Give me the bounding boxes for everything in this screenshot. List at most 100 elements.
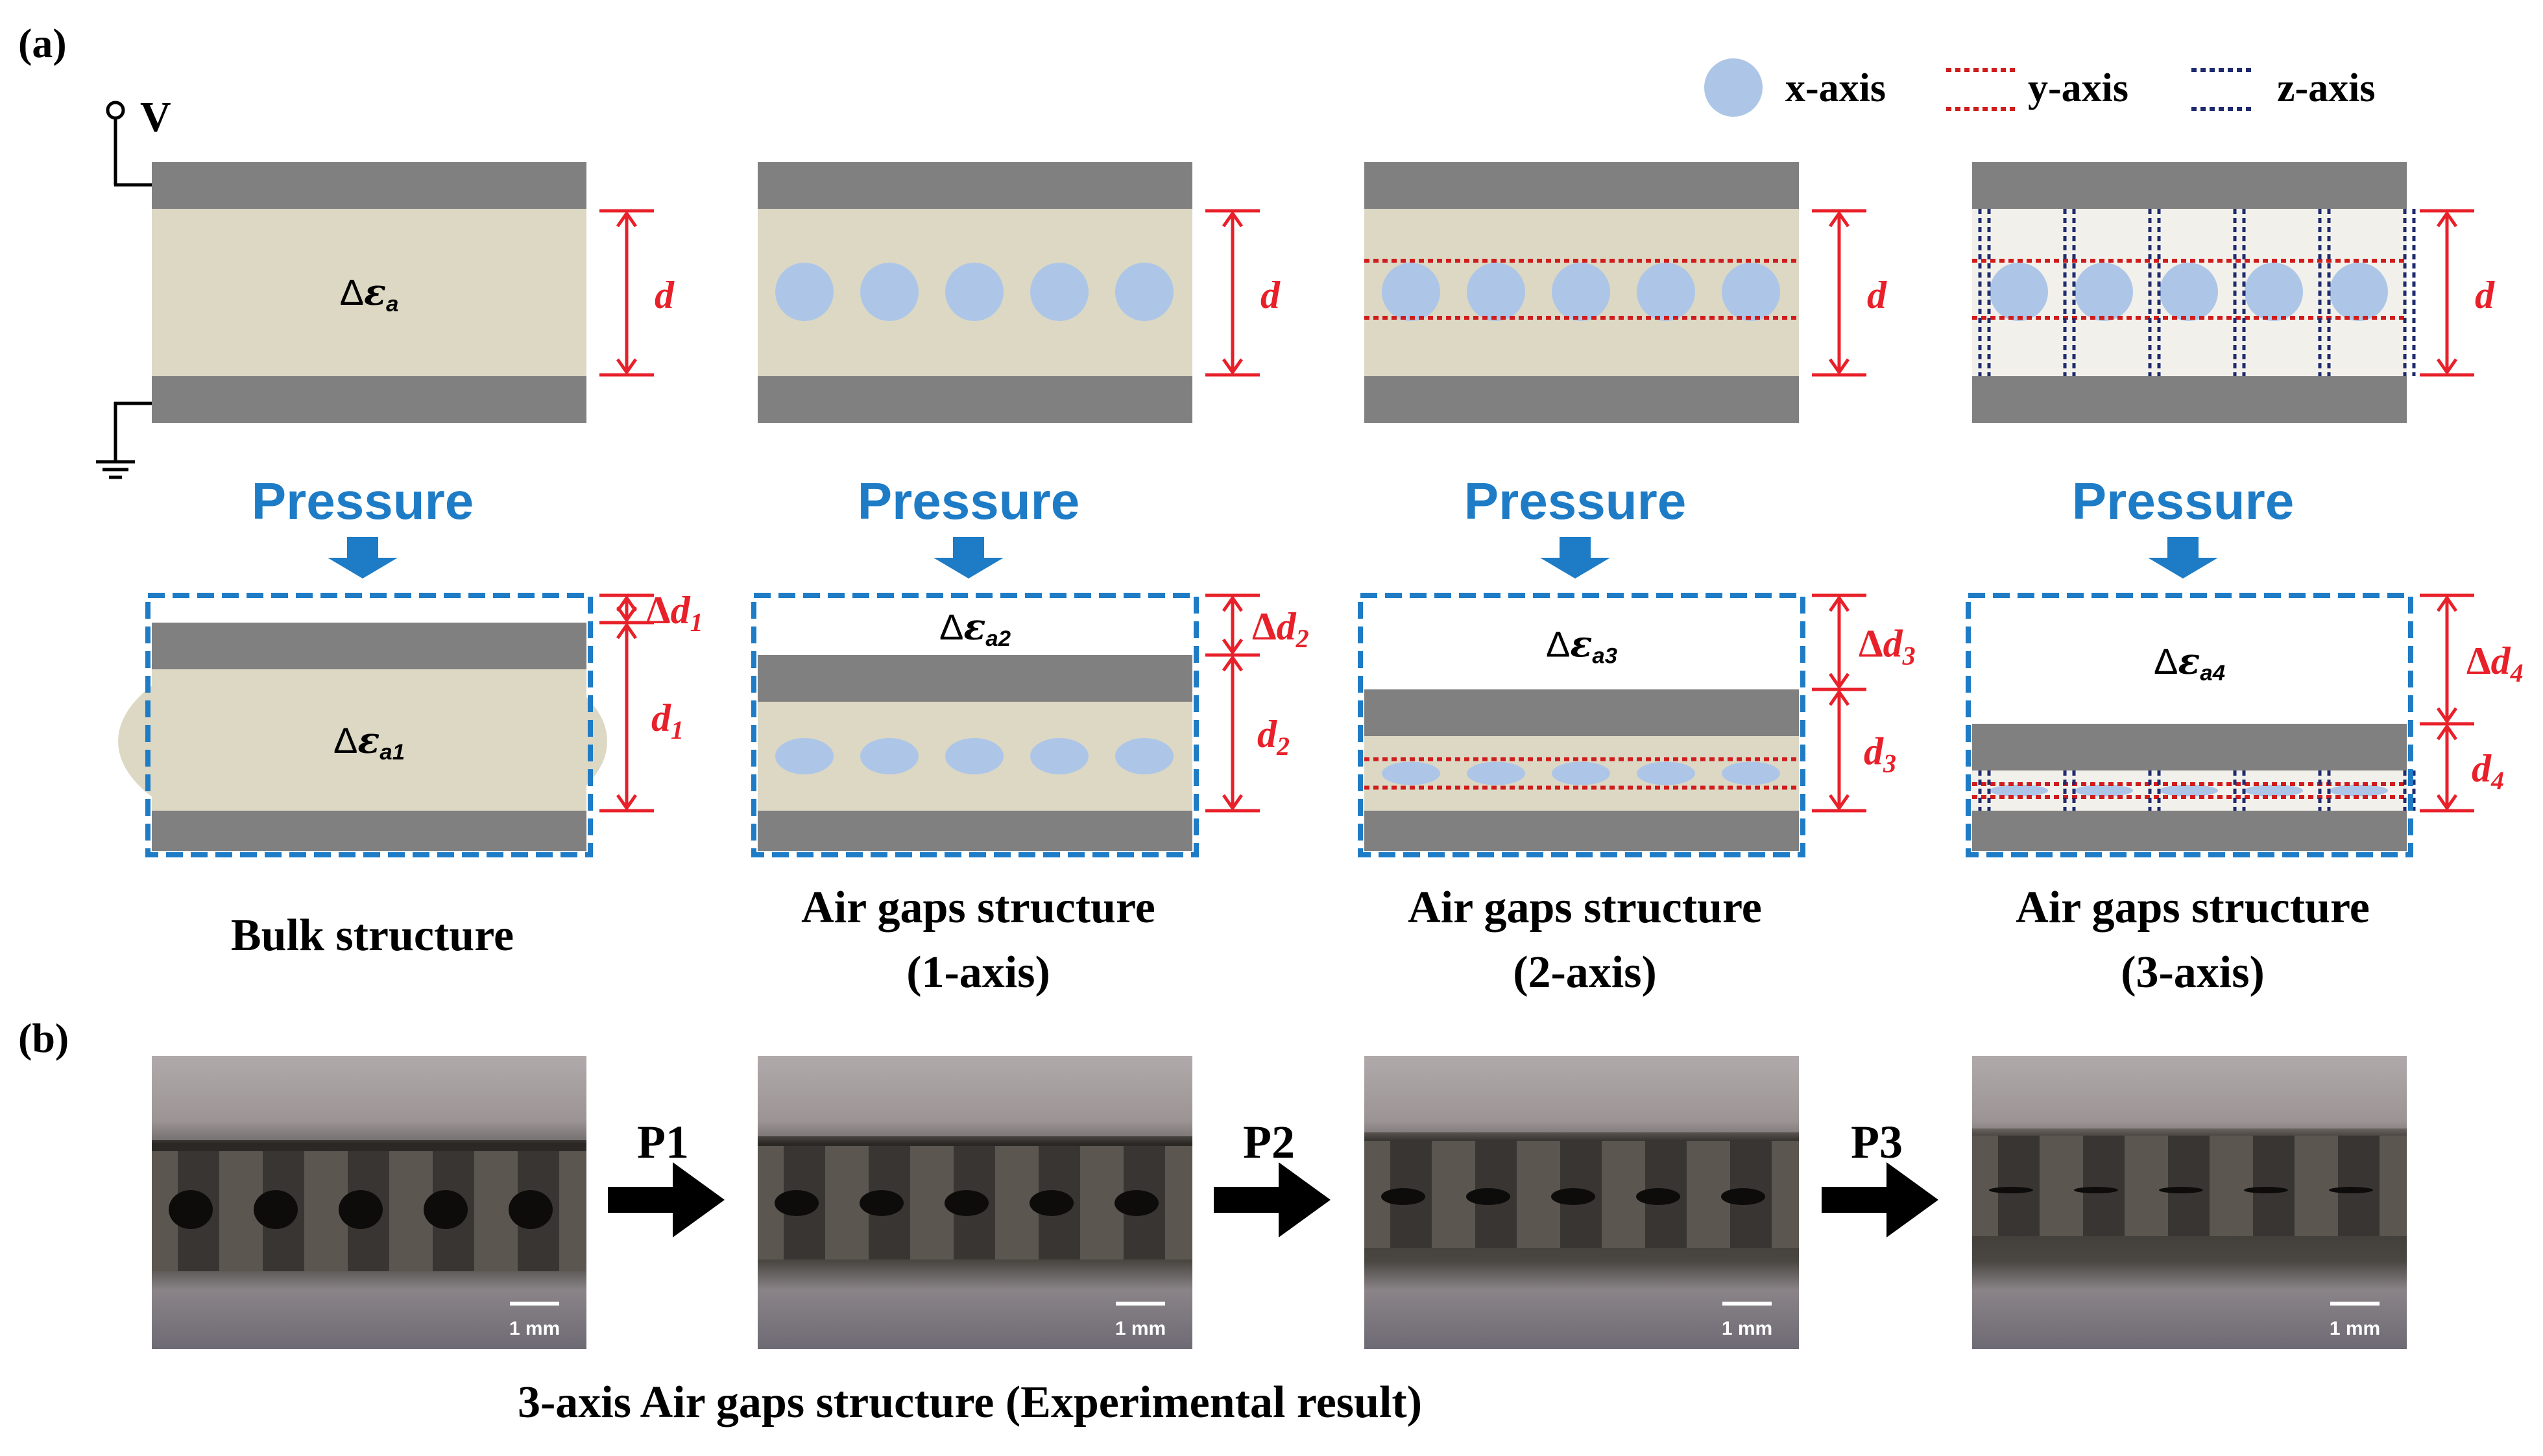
pressure-step-label: P2 <box>1243 1116 1295 1168</box>
panel-label-a: (a) <box>18 20 67 66</box>
legend-y-label: y-axis <box>2028 66 2128 110</box>
scale-bar-label: 1 mm <box>2330 1318 2380 1339</box>
thickness-label-uncompressed-4-main: d <box>2475 274 2495 316</box>
photo-top-blur <box>152 1056 586 1140</box>
structure-title-line-2: (1-axis) <box>906 948 1050 997</box>
thickness-arrow-compressed-4 <box>2420 722 2474 813</box>
pressure-step-label: P3 <box>1851 1116 1903 1168</box>
photo-air-gap <box>2159 1187 2203 1193</box>
displacement-label-2: Δd2 <box>1252 605 1309 653</box>
displacement-label-2-main: d <box>1277 605 1297 648</box>
top-electrode <box>1364 162 1799 209</box>
device-uncompressed-3 <box>1364 162 1799 423</box>
pressure-arrow-icon <box>2148 537 2218 579</box>
compressed-x-axis-air-gap <box>1552 761 1610 785</box>
displacement-label-3-delta: Δ <box>1859 623 1883 665</box>
compressed-x-axis-air-gap <box>1382 761 1440 785</box>
thickness-label-compressed-2-main: d <box>1257 713 1277 756</box>
photo-air-gap <box>860 1190 904 1216</box>
photo-air-gap <box>945 1190 989 1216</box>
displacement-arrow-4-head-bottom <box>2436 707 2458 724</box>
legend: x-axis y-axis z-axis <box>1704 58 2376 117</box>
thickness-label-uncompressed-3: d <box>1867 274 1887 316</box>
compressed-x-axis-air-gap <box>1115 738 1174 774</box>
compressed-x-axis-air-gap <box>2245 785 2303 796</box>
thickness-label-uncompressed-2-main: d <box>1260 274 1281 316</box>
experimental-photo-1: 1 mm <box>152 1056 586 1349</box>
permittivity-label-compressed-epsilon: ε <box>357 719 380 762</box>
device-uncompressed-4 <box>1972 162 2416 423</box>
thickness-arrow-compressed-2 <box>1205 653 1260 813</box>
displacement-label-3: Δd3 <box>1859 623 1916 671</box>
x-axis-air-gap <box>2245 263 2303 321</box>
circuit: V <box>96 93 171 479</box>
thickness-label-uncompressed-1-main: d <box>655 274 675 316</box>
permittivity-label-compressed-delta: Δ <box>333 720 357 761</box>
pressure-label: Pressure <box>1464 472 1686 530</box>
thickness-label-compressed-3-sub: 3 <box>1883 749 1896 778</box>
x-axis-air-gap <box>1552 263 1610 321</box>
bottom-electrode <box>1364 376 1799 423</box>
displacement-label-2-sub: 2 <box>1296 624 1309 653</box>
photo-air-gap <box>169 1190 213 1229</box>
thickness-arrow-compressed-3-head-bottom <box>1828 794 1850 811</box>
thickness-label-uncompressed-4: d <box>2475 274 2495 316</box>
x-axis-air-gap <box>1030 263 1089 321</box>
displacement-arrow-4-head-top <box>2436 595 2458 612</box>
compressed-x-axis-air-gap <box>2075 785 2133 796</box>
device-uncompressed-1: Δεa <box>152 162 586 423</box>
thickness-arrow-uncompressed-4-head-bottom <box>2436 358 2458 376</box>
compressed-bottom-electrode <box>1972 811 2407 851</box>
displacement-label-4-delta: Δ <box>2466 639 2491 682</box>
compressed-bottom-electrode <box>152 811 586 851</box>
compressed-x-axis-air-gap <box>1990 785 2048 796</box>
thickness-arrow-compressed-1 <box>599 621 654 813</box>
pressure-label: Pressure <box>252 472 474 530</box>
structure-title-line-1: Air gaps structure <box>801 883 1155 933</box>
photo-air-gap <box>1636 1188 1680 1205</box>
thickness-arrow-uncompressed-3 <box>1812 209 1866 377</box>
x-axis-air-gap <box>2330 263 2388 321</box>
photo-air-gap <box>1115 1190 1159 1216</box>
pressure-step-label: P1 <box>637 1116 689 1168</box>
x-axis-air-gap <box>2160 263 2218 321</box>
thickness-arrow-uncompressed-1 <box>599 209 654 377</box>
pressure-step-1: P1 <box>608 1116 725 1237</box>
structure-title-line-1: Air gaps structure <box>1408 883 1762 933</box>
photo-air-gap <box>1381 1188 1425 1205</box>
dielectric-layer <box>152 209 586 376</box>
thickness-label-uncompressed-1: d <box>655 274 675 316</box>
thickness-label-compressed-1: d1 <box>651 697 684 745</box>
legend-z-label: z-axis <box>2277 66 2376 110</box>
top-electrode <box>758 162 1192 209</box>
photo-air-gap <box>509 1190 553 1229</box>
thickness-arrow-compressed-1-head-bottom <box>616 794 638 811</box>
pressure-step-3: P3 <box>1822 1116 1938 1237</box>
photo-air-gap <box>424 1190 468 1229</box>
displacement-arrow-2-head-top <box>1222 595 1244 612</box>
thickness-arrow-uncompressed-2-head-bottom <box>1222 358 1244 376</box>
x-axis-air-gap <box>1637 263 1695 321</box>
permittivity-label-uncompressed: Δεa <box>340 271 399 316</box>
device-compressed-2: Δεa2 <box>751 593 1199 857</box>
initial-boundary-dashed-box <box>145 593 593 857</box>
photo-top-blur <box>758 1056 1192 1136</box>
displacement-arrow-2-head-bottom <box>1222 638 1244 656</box>
voltage-terminal <box>106 101 125 120</box>
compressed-top-electrode <box>152 623 586 669</box>
thickness-label-compressed-4-sub: 4 <box>2490 766 2504 795</box>
photo-z-pillar <box>2168 1136 2210 1236</box>
device-uncompressed-2 <box>758 162 1192 423</box>
photo-air-gap <box>2074 1187 2118 1193</box>
compressed-bottom-electrode <box>1364 811 1799 851</box>
photo-air-gap <box>1466 1188 1510 1205</box>
compressed-x-axis-air-gap <box>1722 761 1780 785</box>
bottom-electrode <box>758 376 1192 423</box>
displacement-label-1-delta: Δ <box>646 589 671 632</box>
compressed-top-electrode <box>1972 724 2407 770</box>
thickness-arrow-uncompressed-3-head-top <box>1828 210 1850 228</box>
thickness-label-compressed-4-main: d <box>2472 747 2492 790</box>
